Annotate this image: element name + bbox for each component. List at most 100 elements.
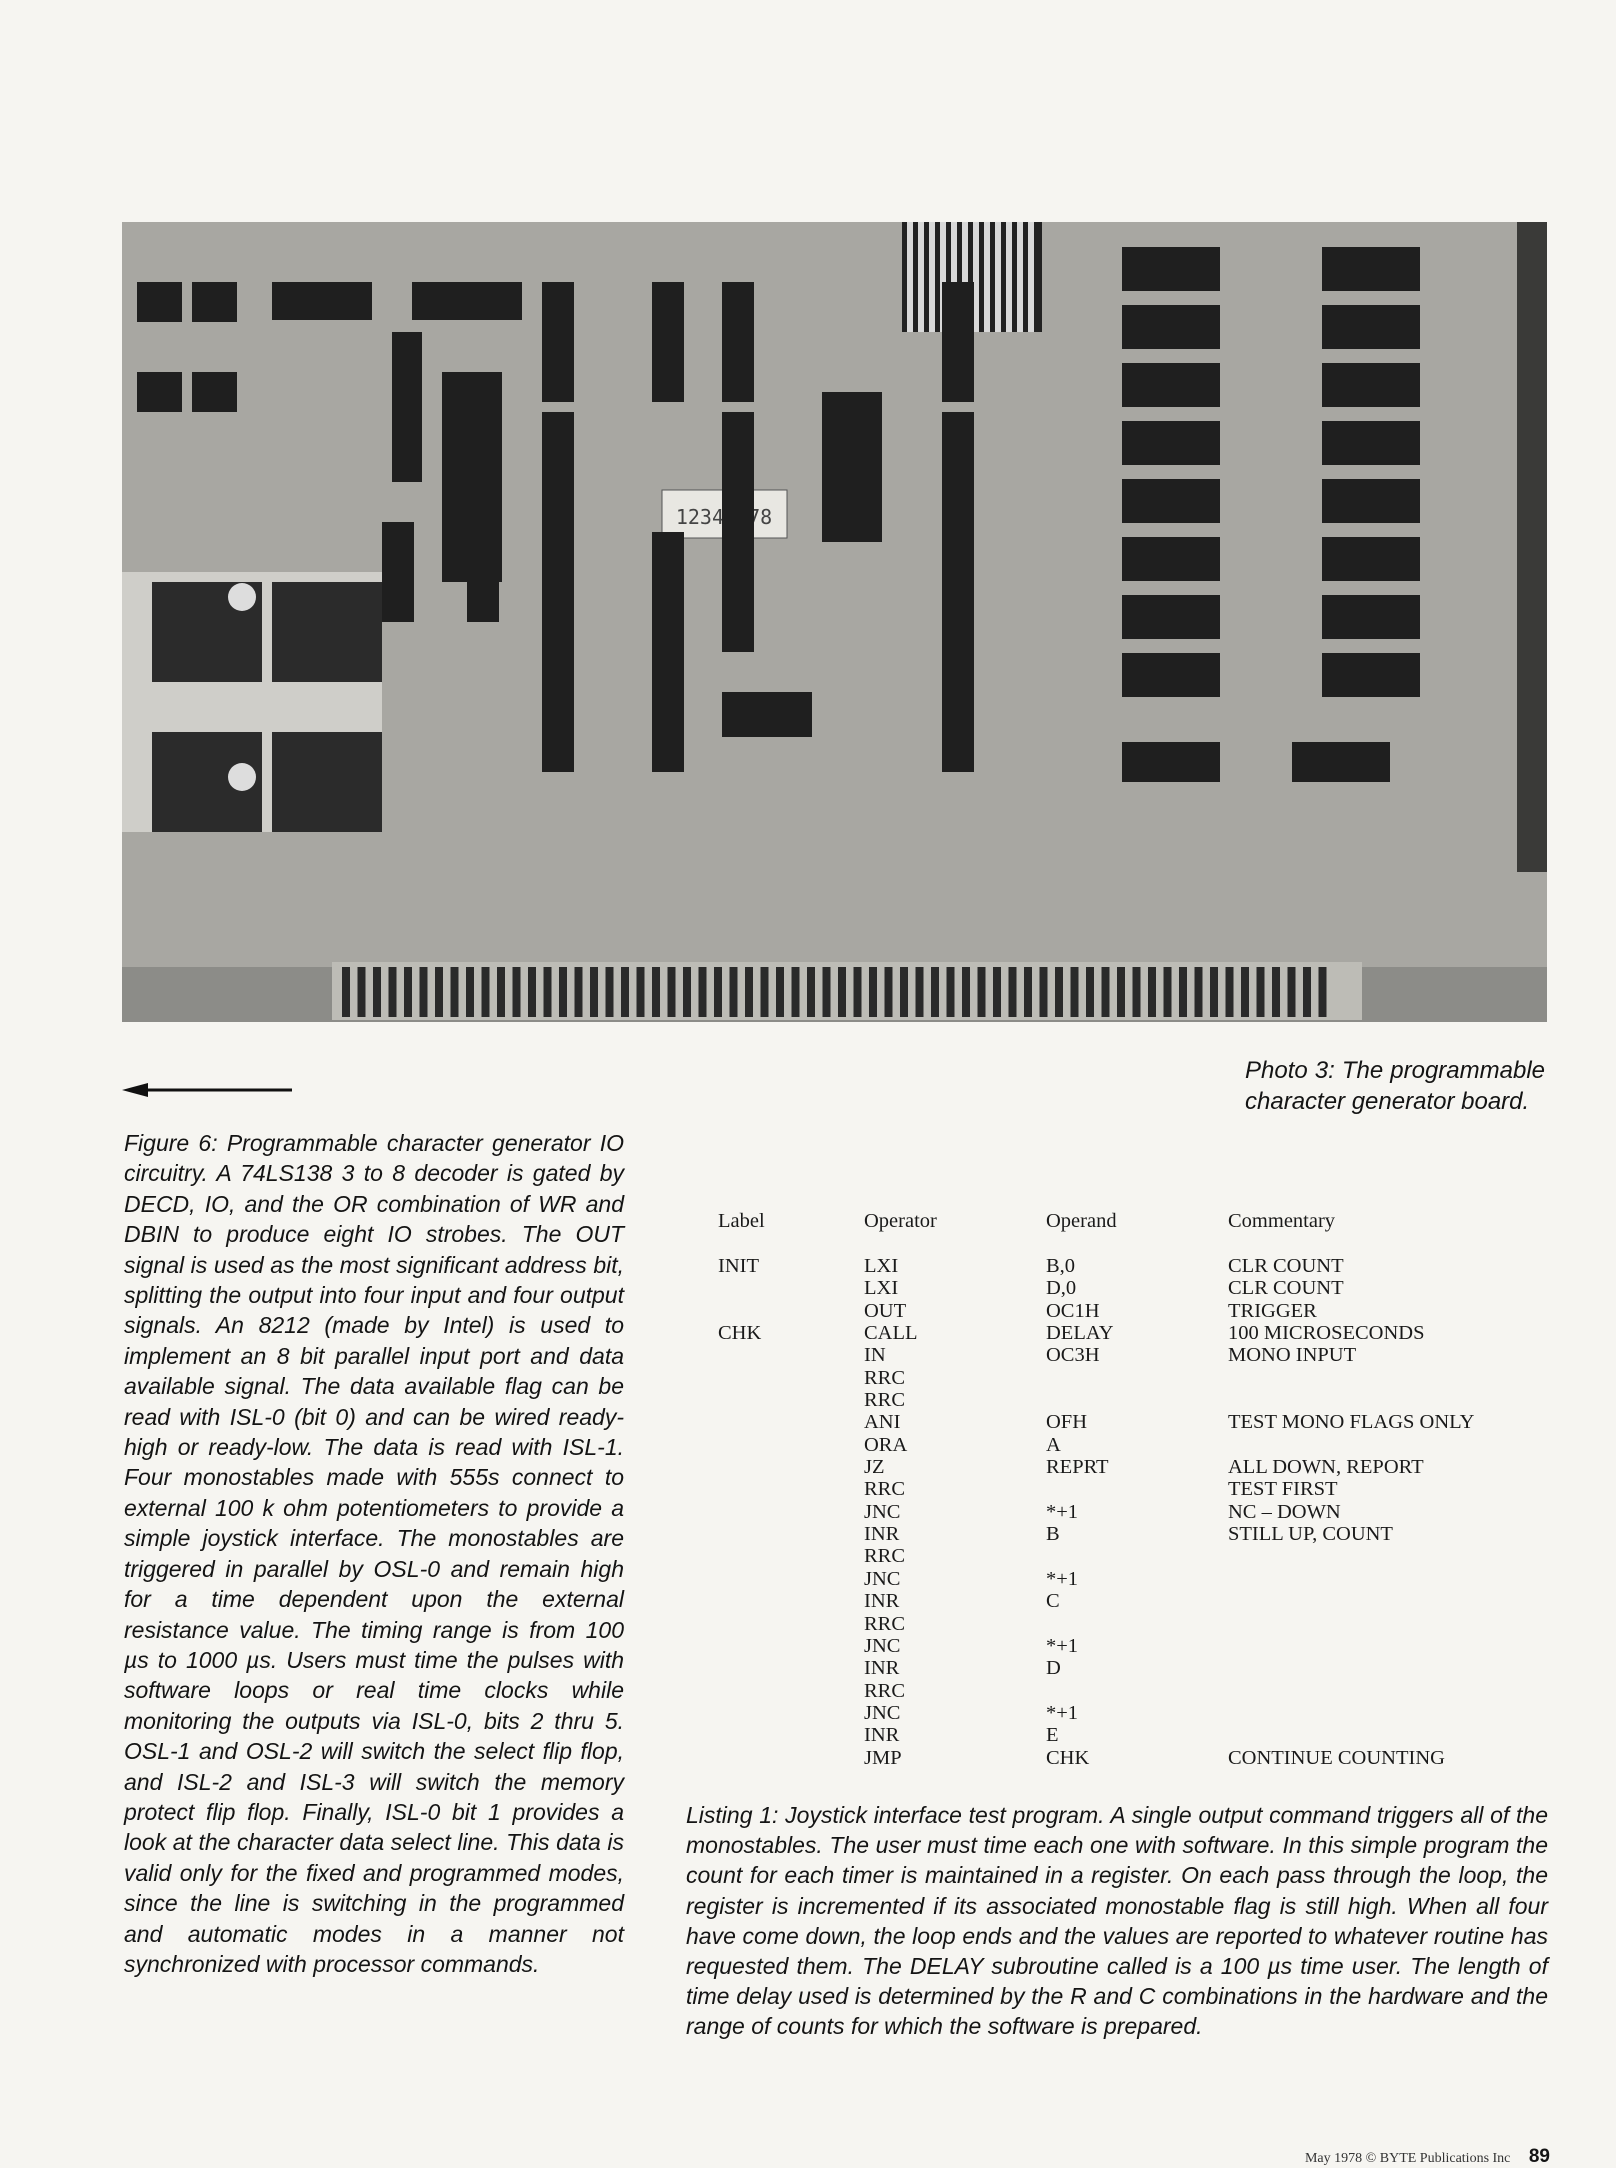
cell-operator: JNC <box>864 1500 901 1523</box>
cell-operand <box>1046 1680 1228 1702</box>
listing-row: JNC*+1 <box>718 1635 1548 1657</box>
footer-credit: May 1978 © BYTE Publications Inc <box>1304 2151 1511 2166</box>
cell-operand: *+1 <box>1046 1567 1079 1590</box>
cell-operator: JMP <box>864 1746 902 1769</box>
cell-label <box>718 1568 864 1590</box>
cell-label: INIT <box>718 1255 759 1277</box>
ic-chip <box>137 372 182 412</box>
cell-operand: *+1 <box>1046 1500 1079 1523</box>
ic-chip <box>542 412 574 532</box>
cell-commentary <box>1228 1545 1548 1567</box>
listing-header: Label Operator Operand Commentary <box>718 1210 1548 1233</box>
cell-label: CHK <box>718 1322 762 1345</box>
ic-chips <box>137 247 1420 782</box>
cell-label <box>718 1613 864 1635</box>
cell-commentary <box>1228 1434 1548 1456</box>
cell-commentary: CLR COUNT <box>1228 1255 1344 1277</box>
cell-label <box>718 1590 864 1612</box>
cell-operator: ANI <box>864 1411 901 1434</box>
ic-chip <box>1122 247 1220 291</box>
cell-label <box>718 1344 864 1366</box>
cell-commentary: 100 MICROSECONDS <box>1228 1322 1425 1345</box>
cell-operand: OC1H <box>1046 1299 1100 1322</box>
cell-operand: REPRT <box>1046 1456 1109 1479</box>
cell-operator: INR <box>864 1523 900 1546</box>
ic-chip <box>1122 537 1220 581</box>
cell-operator: JNC <box>864 1567 901 1590</box>
cell-operand: B <box>1046 1523 1060 1546</box>
header-label: Label <box>718 1210 765 1232</box>
ic-chip <box>1122 363 1220 407</box>
ic-chip <box>722 532 754 652</box>
cell-operand <box>1046 1389 1228 1411</box>
ic-chip <box>1322 653 1420 697</box>
voltage-regulators <box>122 572 382 832</box>
ic-chip <box>1322 363 1420 407</box>
listing-row: RRC <box>718 1545 1548 1567</box>
cell-operand: C <box>1046 1590 1060 1613</box>
ic-chip <box>412 282 522 320</box>
cell-commentary <box>1228 1724 1548 1746</box>
cell-label <box>718 1635 864 1657</box>
ic-chip <box>722 282 754 402</box>
ic-chip <box>542 652 574 772</box>
ic-chip <box>652 652 684 772</box>
ic-chip <box>1322 537 1420 581</box>
ic-chip <box>542 282 574 402</box>
ic-chip <box>192 372 237 412</box>
ic-chip <box>1322 595 1420 639</box>
ic-chip <box>392 332 422 482</box>
cell-operand: *+1 <box>1046 1701 1079 1724</box>
cell-label <box>718 1434 864 1456</box>
header-operator: Operator <box>864 1210 937 1232</box>
ic-chip <box>542 532 574 652</box>
ic-chip <box>822 392 882 542</box>
cell-label <box>718 1277 864 1299</box>
cell-commentary: TEST FIRST <box>1228 1478 1338 1501</box>
ic-chip <box>942 412 974 532</box>
cell-commentary: CLR COUNT <box>1228 1277 1344 1300</box>
cell-label <box>718 1657 864 1679</box>
cell-operator: ORA <box>864 1433 908 1456</box>
cell-label <box>718 1456 864 1478</box>
listing-caption: Listing 1: Joystick interface test progr… <box>686 1802 1548 2040</box>
cell-label <box>718 1300 864 1322</box>
cell-operator: LXI <box>864 1255 899 1277</box>
cell-operator: JZ <box>864 1456 885 1479</box>
cell-label <box>718 1501 864 1523</box>
ic-chip <box>652 532 684 652</box>
ic-chip <box>382 522 414 622</box>
ic-chip <box>467 522 499 622</box>
ic-chip <box>942 282 974 402</box>
page-number: 89 <box>1528 2146 1550 2167</box>
cell-commentary <box>1228 1568 1548 1590</box>
figure-caption: Figure 6: Programmable character generat… <box>124 1130 624 1977</box>
cell-operand <box>1046 1478 1228 1500</box>
ic-chip <box>652 282 684 402</box>
ic-chip <box>1122 742 1220 782</box>
cell-operator: OUT <box>864 1299 907 1322</box>
page-footer: May 1978 © BYTE Publications Inc 89 <box>1110 2146 1550 2168</box>
cell-operand <box>1046 1613 1228 1635</box>
cell-commentary <box>1228 1635 1548 1657</box>
cell-label <box>718 1367 864 1389</box>
circuit-board-illustration: 12345678 <box>122 222 1547 1022</box>
cell-commentary <box>1228 1590 1548 1612</box>
cell-operator: RRC <box>864 1545 906 1568</box>
listing-row: RRC <box>718 1389 1548 1411</box>
cell-commentary <box>1228 1657 1548 1679</box>
listing-row: JNC *+1 <box>718 1568 1548 1590</box>
cell-operand <box>1046 1545 1228 1567</box>
